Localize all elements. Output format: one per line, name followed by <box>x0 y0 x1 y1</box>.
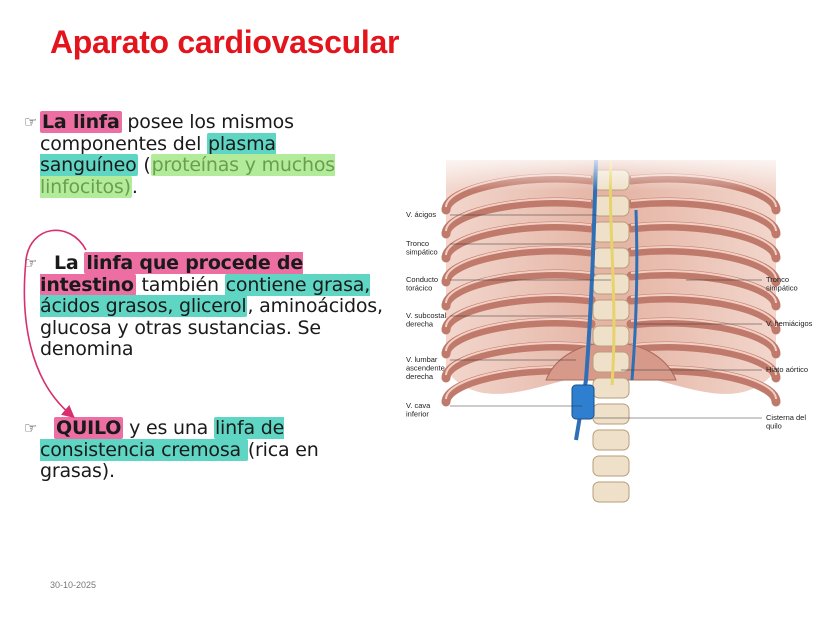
paragraph-intestinal-lymph: ☞La linfa que procede de intestino tambi… <box>24 252 390 361</box>
text-segment: (rica en grasas). <box>40 438 319 482</box>
text-segment: , aminoácidos, glucosa y otras sustancia… <box>40 295 383 360</box>
text-segment: también <box>135 273 225 296</box>
pointing-hand-icon: ☞ <box>24 113 38 131</box>
paragraph-quilo: ☞QUILO y es una linfa de consistencia cr… <box>24 417 360 483</box>
slide-date: 30-10-2025 <box>50 580 97 590</box>
text-segment: ( <box>137 154 151 176</box>
pointing-hand-icon: ☞ <box>24 419 38 437</box>
pointing-hand-icon: ☞ <box>24 254 38 272</box>
paragraph-lymph-composition: ☞La linfa posee los mismos componentes d… <box>24 111 370 198</box>
text-segment: . <box>131 175 138 198</box>
figure-label: Hiato aórtico <box>766 365 808 374</box>
text-segment: posee los mismos componentes del <box>40 111 294 155</box>
highlight-la-linfa: La linfa <box>40 111 122 133</box>
figure-label: V. ácigos <box>406 210 436 219</box>
highlight-quilo: QUILO <box>54 417 124 439</box>
text-la: La <box>54 252 79 274</box>
curved-arrow-icon <box>23 229 87 419</box>
text-segment: y es una <box>123 417 214 439</box>
slide-title: Aparato cardiovascular <box>50 24 400 60</box>
figure-label: V. hemiácigos <box>766 319 813 328</box>
